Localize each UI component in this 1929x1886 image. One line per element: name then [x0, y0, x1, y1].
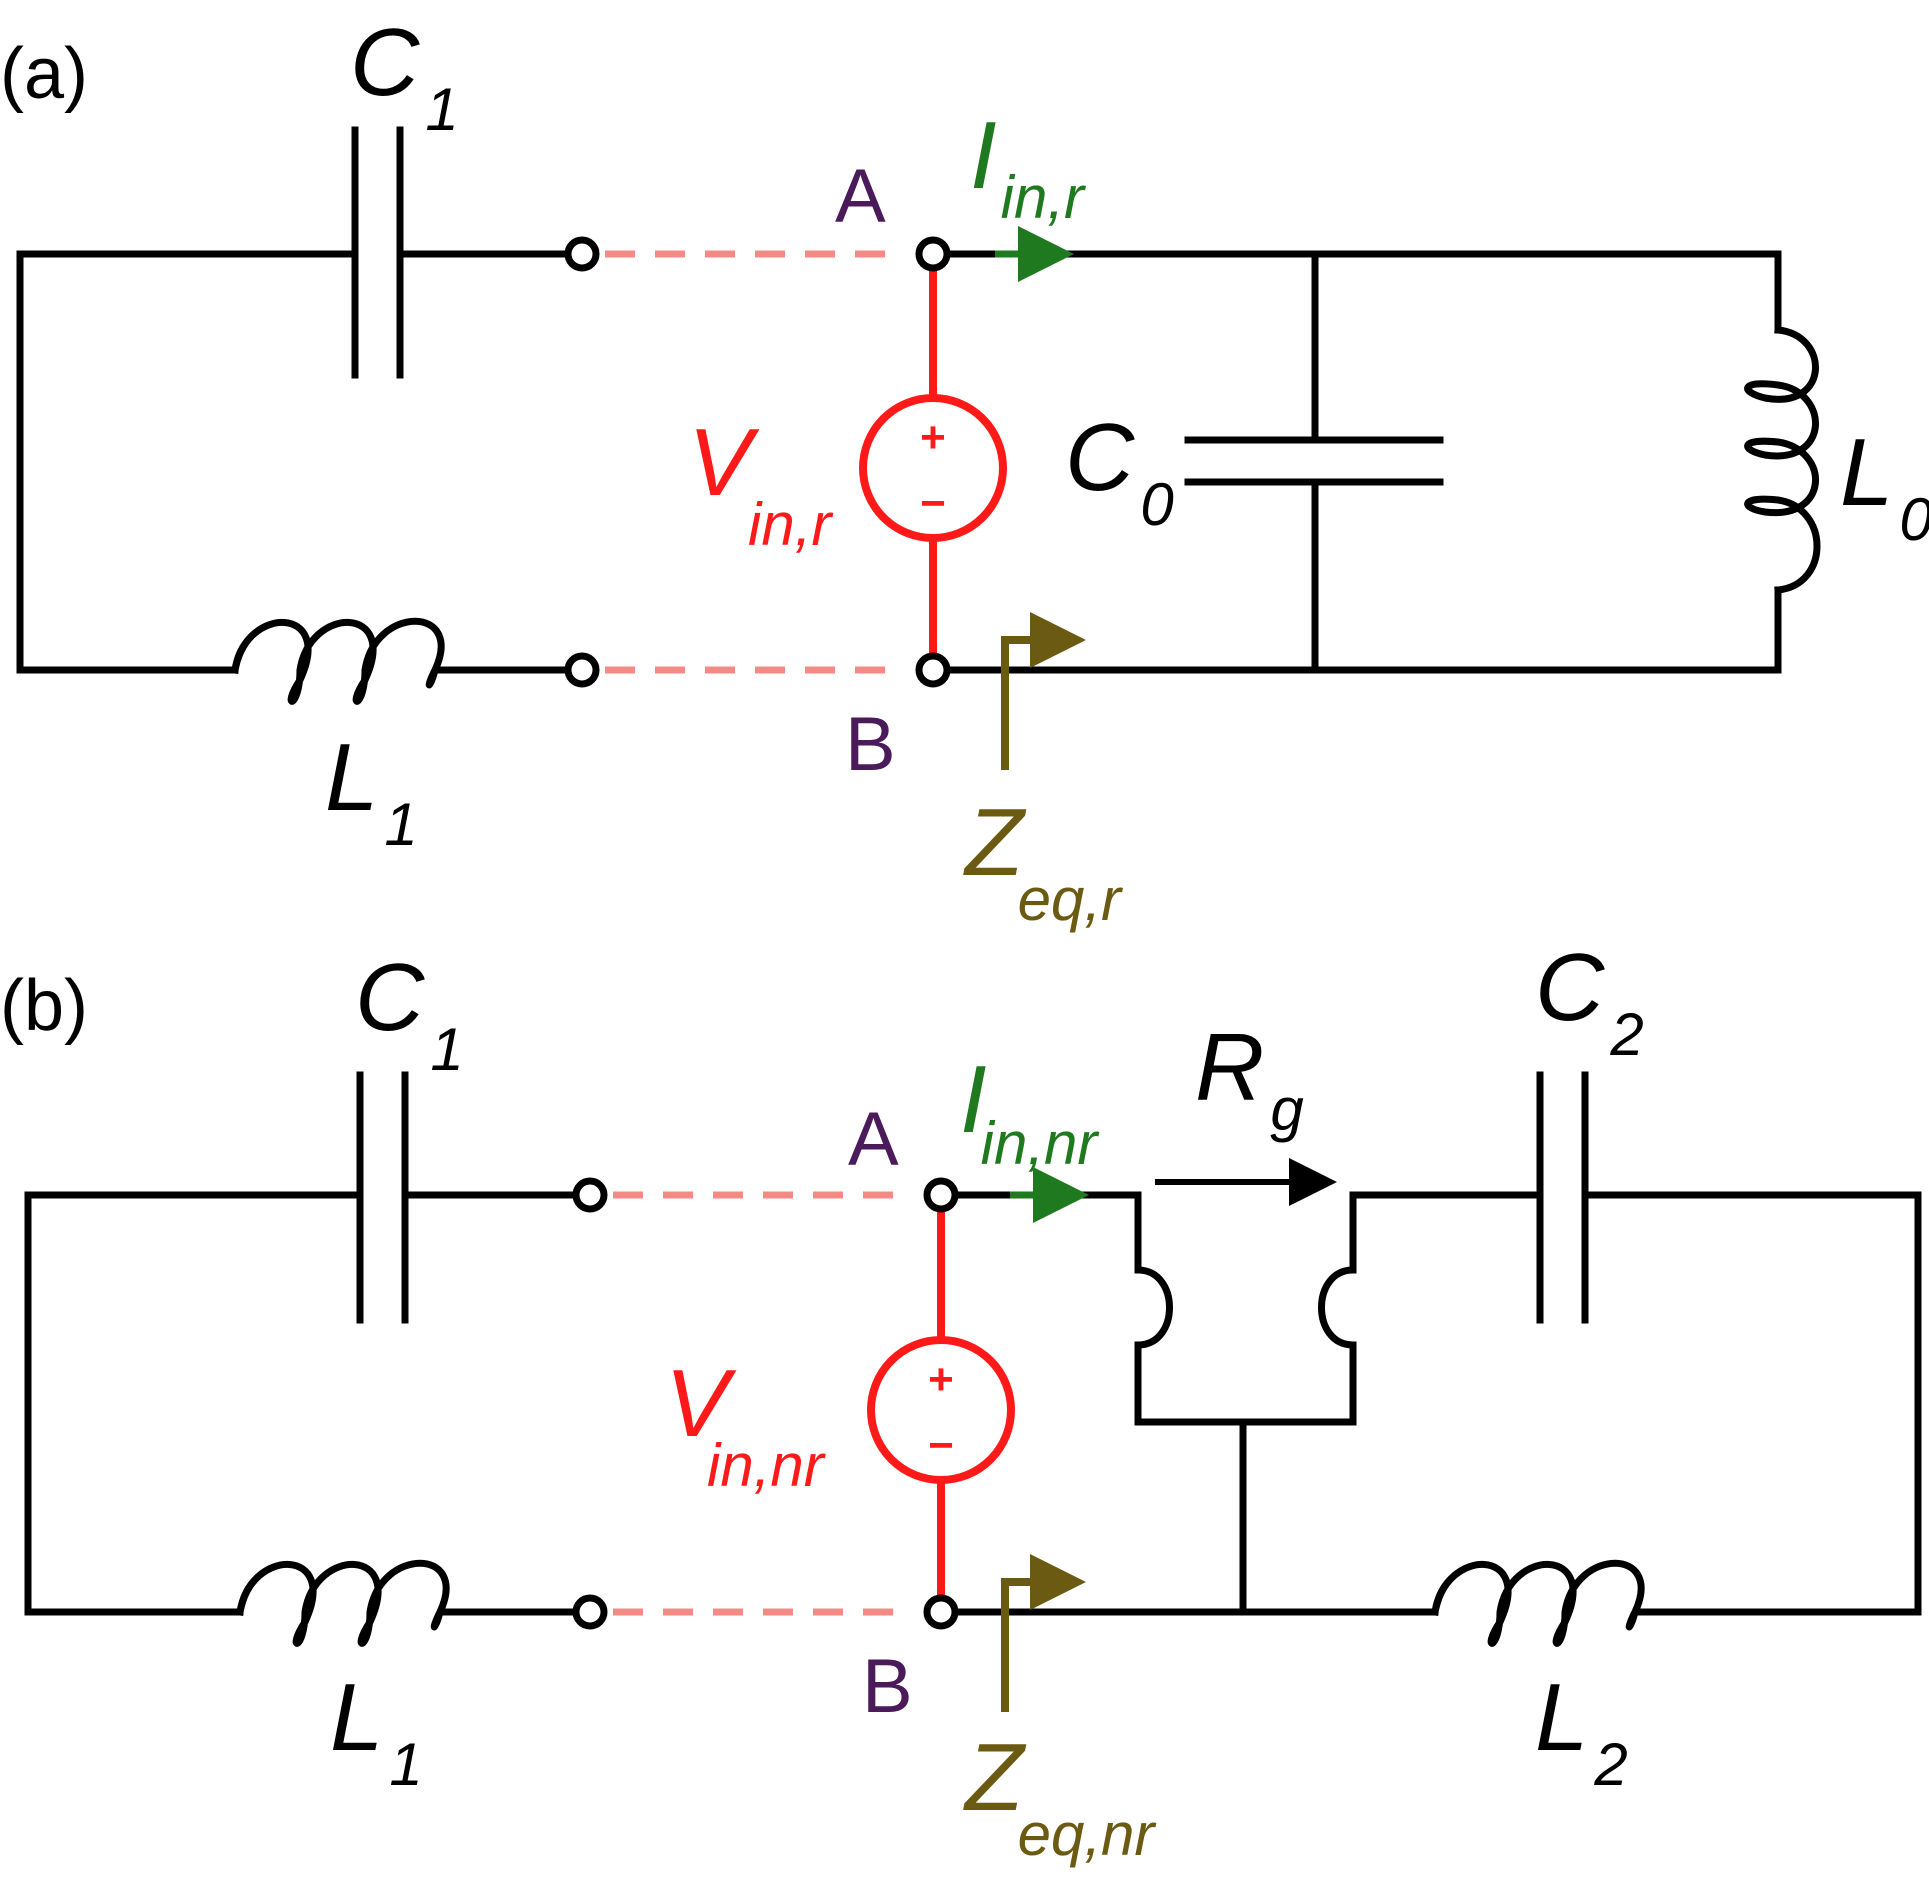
panel-a-terminal-a — [915, 236, 951, 272]
panel-a-node-b-label: B — [845, 702, 896, 787]
panel-a-terminal-b — [915, 652, 951, 688]
panel-b-node-b-label: B — [862, 1644, 913, 1729]
panel-a-node-a-label: A — [835, 154, 886, 239]
panel-a-l1-coil — [231, 617, 509, 705]
panel-b-gyrator-left-port — [1134, 1266, 1173, 1349]
panel-a-l0-label: L0 — [1840, 419, 1929, 553]
panel-a-impedance-arrow — [1001, 612, 1086, 770]
panel-b-left-loop-wire — [24, 1191, 364, 1616]
panel-b-terminal-b — [923, 1594, 959, 1630]
panel-a-voltage-source — [859, 394, 1007, 542]
panel-b-right-loop-wire — [1349, 1191, 1922, 1616]
panel-a-l0-coil — [1744, 326, 1821, 594]
panel-b-minus-sign: − — [928, 1421, 954, 1470]
panel-b-terminal-a — [923, 1177, 959, 1213]
panel-a-plus-sign: + — [920, 413, 946, 462]
panel-b-plus-sign: + — [928, 1355, 954, 1404]
panel-b-current-label: Iin,nr — [960, 1046, 1099, 1177]
panel-a-left-loop-wire — [16, 250, 359, 674]
panel-b-node-a-label: A — [848, 1097, 899, 1182]
panel-a-current-label: Iin,r — [970, 102, 1086, 231]
panel-a-right-loop-wire — [931, 250, 1782, 674]
panel-a-terminal-left-top — [564, 236, 600, 272]
panel-b-terminal-left-top — [572, 1177, 608, 1213]
panel-b-voltage-source — [867, 1336, 1015, 1484]
panel-a-terminal-left-bottom — [564, 652, 600, 688]
panel-b-label: (b) — [0, 966, 88, 1046]
panel-b-impedance-arrow — [1001, 1554, 1086, 1712]
panel-b-l2-coil — [1431, 1559, 1704, 1647]
panel-a-label: (a) — [0, 34, 88, 114]
panel-b-gyrator-right-port — [1318, 1266, 1357, 1349]
panel-b-terminal-left-bottom — [572, 1594, 608, 1630]
panel-b-l1-coil — [236, 1559, 514, 1647]
panel-a-minus-sign: − — [920, 479, 946, 528]
panel-b: (b) + − — [0, 934, 1922, 1868]
